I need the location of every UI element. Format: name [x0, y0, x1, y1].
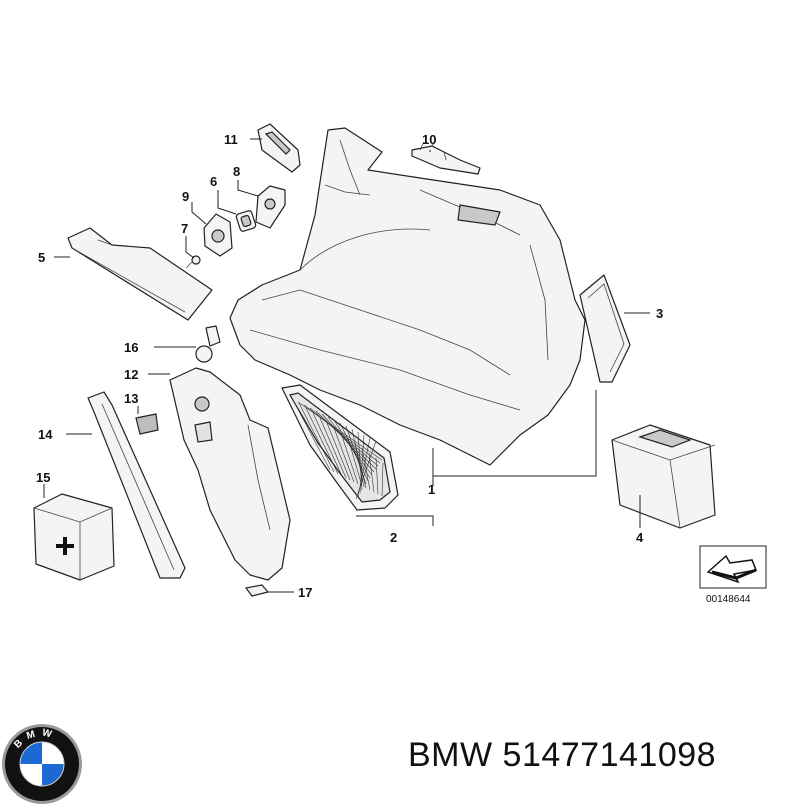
- part-3-panel-cover: [579, 274, 631, 383]
- part-number: 51477141098: [502, 736, 717, 774]
- first-aid-cross-icon: [56, 537, 74, 555]
- part-13-tab: [135, 413, 159, 435]
- callout-14: 14: [38, 427, 53, 442]
- part-14-trim-strip: [87, 391, 186, 579]
- leader-lines: [43, 138, 650, 593]
- callout-6: 6: [210, 174, 217, 189]
- part-11-handle: [257, 123, 301, 173]
- callout-10: 10: [422, 132, 436, 147]
- callout-3: 3: [656, 306, 663, 321]
- part-17-small-clip: [245, 584, 269, 597]
- part-4-storage-box: [611, 424, 716, 529]
- callout-5: 5: [38, 250, 45, 265]
- part-number-caption: BMW 51477141098: [408, 736, 716, 775]
- callout-11: 11: [224, 132, 238, 147]
- part-9-socket-cover: [203, 213, 233, 257]
- callout-12: 12: [124, 367, 138, 382]
- brand-name: BMW: [408, 736, 493, 774]
- part-5-shelf-panel: [67, 227, 213, 321]
- part-12-rear-side-panel: [169, 367, 291, 581]
- callout-9: 9: [182, 189, 189, 204]
- direction-reference-box: 00148644: [699, 545, 767, 605]
- callout-4: 4: [636, 530, 644, 545]
- callout-16: 16: [124, 340, 138, 355]
- part-1-side-trim-panel: [229, 127, 586, 466]
- callout-13: 13: [124, 391, 138, 406]
- callout-8: 8: [233, 164, 240, 179]
- document-id: 00148644: [706, 594, 751, 605]
- callout-17: 17: [298, 585, 312, 600]
- bmw-logo: BMW: [2, 724, 82, 804]
- callout-7: 7: [181, 221, 188, 236]
- part-10-clip-strip: [411, 139, 481, 175]
- part-6-bracket: [235, 210, 257, 232]
- part-2-cargo-net: [281, 384, 399, 511]
- callout-labels: 1 2 3 4 5 6 7 8 9 10 11 12 13 14 15 16 1…: [36, 132, 663, 600]
- callout-15: 15: [36, 470, 50, 485]
- callout-1: 1: [428, 482, 435, 497]
- part-16-clip: [195, 325, 221, 363]
- part-8-cover-plate: [255, 185, 286, 229]
- part-15-first-aid-kit: [33, 493, 115, 581]
- callout-2: 2: [390, 530, 397, 545]
